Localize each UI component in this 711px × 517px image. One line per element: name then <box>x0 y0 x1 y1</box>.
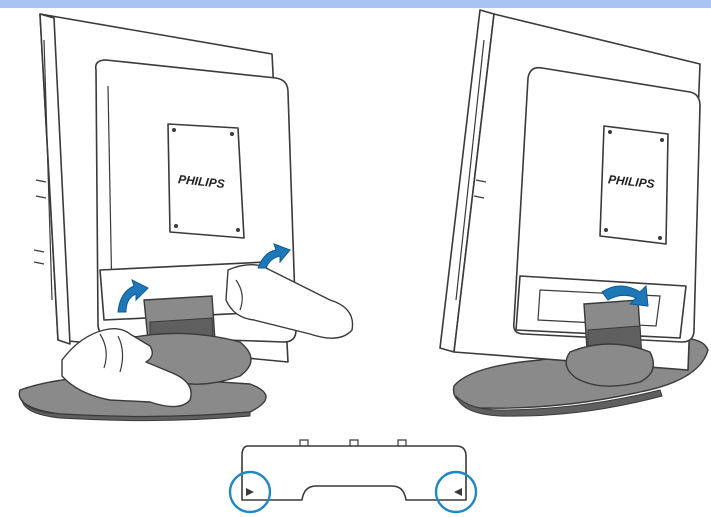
step-right-monitor: PHILIPS <box>440 10 708 416</box>
cover-clip-detail <box>230 440 476 512</box>
step-left-monitor: PHILIPS <box>19 14 352 421</box>
